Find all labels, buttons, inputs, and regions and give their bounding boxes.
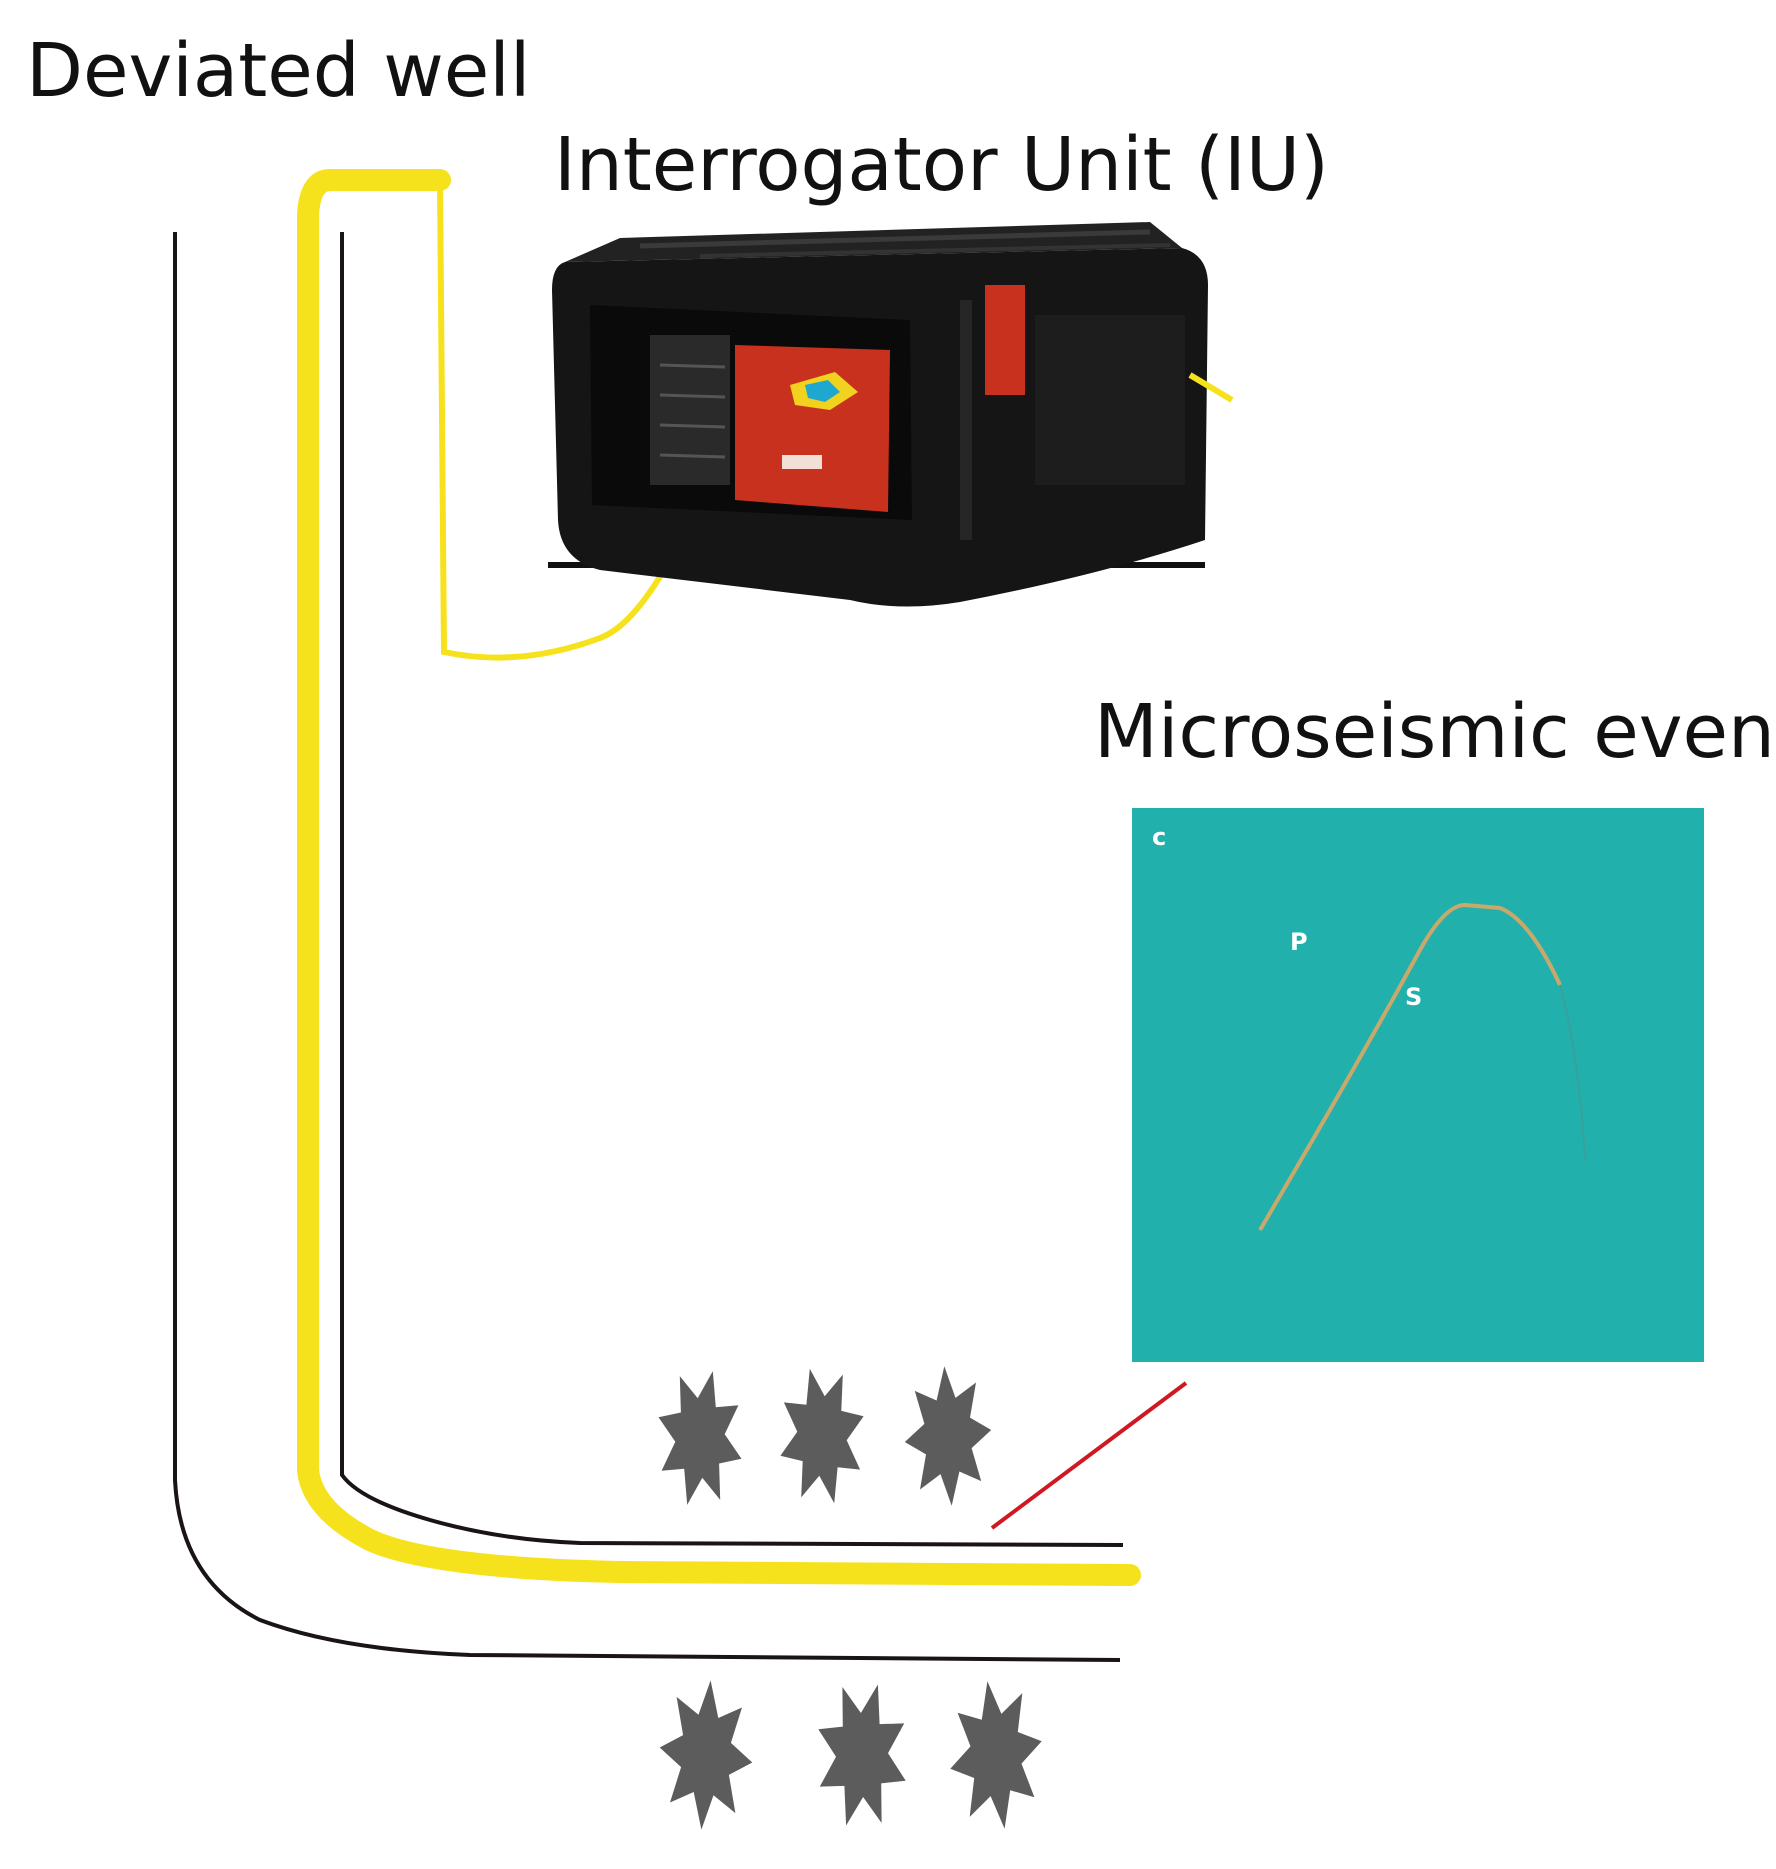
bursts-above xyxy=(658,1366,992,1506)
panel-glyph-p: P xyxy=(1290,928,1308,956)
fiber-cable xyxy=(297,169,1141,1586)
interrogator-unit-icon xyxy=(548,222,1234,607)
fracture-burst-icon xyxy=(950,1681,1042,1829)
fracture-burst-icon xyxy=(780,1368,864,1504)
label-microseismic-event: Microseismic event xyxy=(1094,689,1776,775)
event-curve xyxy=(1258,902,1562,1232)
panel-glyph-c: c xyxy=(1152,823,1166,851)
panel-glyph-s: S xyxy=(1405,983,1422,1011)
leader-line xyxy=(990,1381,1188,1530)
well-inner-line xyxy=(340,232,1124,1547)
label-interrogator-unit: Interrogator Unit (IU) xyxy=(554,122,1329,208)
microseismic-panel: c P S xyxy=(1132,808,1704,1362)
fracture-burst-icon xyxy=(904,1366,992,1506)
fracture-burst-icon xyxy=(659,1680,753,1830)
label-deviated-well: Deviated well xyxy=(26,28,531,114)
well-outer-line xyxy=(173,232,1121,1662)
fracture-burst-icon xyxy=(658,1371,742,1505)
fracture-burst-icon xyxy=(818,1684,906,1826)
bursts-below xyxy=(659,1680,1042,1830)
